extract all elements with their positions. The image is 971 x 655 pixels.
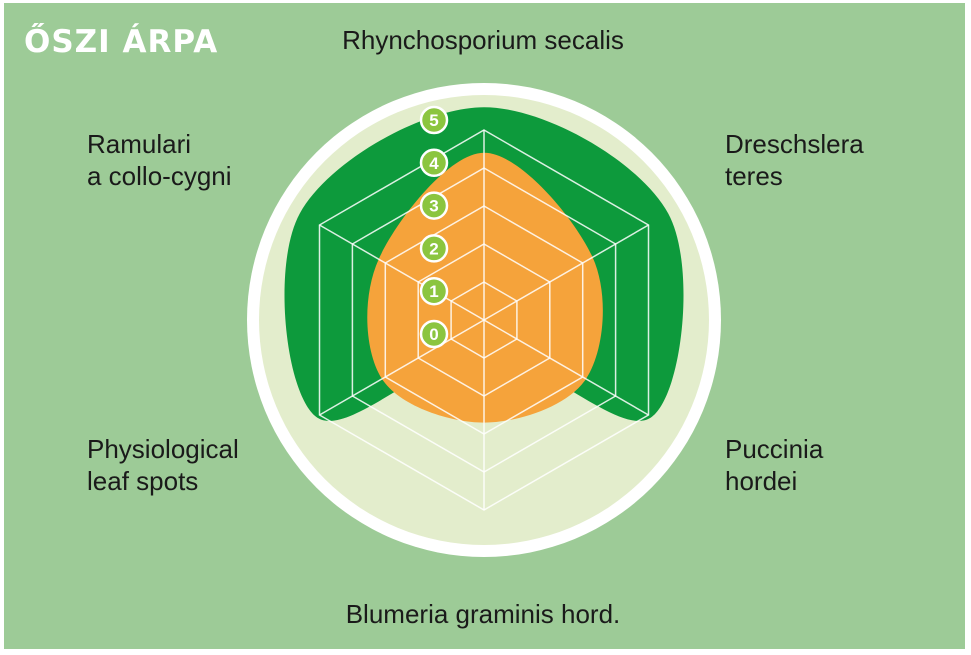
scale-badge-label: 5 [429, 111, 438, 130]
scale-badge-circle [419, 105, 449, 135]
scale-badge-circle [419, 191, 449, 220]
scale-badge-label: 2 [429, 239, 438, 258]
scale-badge-circle [419, 148, 449, 178]
scale-badge-circle [419, 276, 449, 306]
scale-badge-circle [419, 319, 449, 349]
scale-badge-label: 1 [429, 282, 438, 301]
scale-badge-4: 4 [419, 148, 449, 178]
axis-label-blumeria: Blumeria graminis hord. [345, 599, 621, 629]
grid-spoke-5 [319, 224, 485, 321]
scale-badge-label: 0 [429, 325, 438, 344]
scale-badge-label: 4 [429, 154, 439, 173]
grid-spoke-4 [319, 319, 485, 416]
axis-label-puccinia: Puccinia hordei [725, 434, 824, 496]
scale-badges: 0 1 2 3 4 5 [419, 105, 449, 349]
grid-spoke-1 [483, 224, 649, 321]
scale-badge-label: 3 [429, 197, 438, 216]
axis-label-ramulari: Ramulari a collo-cygni [87, 129, 232, 191]
grid-spoke-2 [483, 319, 649, 416]
axis-label-physiological: Physiological leaf spots [87, 434, 239, 496]
scale-badge-3: 3 [419, 191, 449, 220]
axis-label-dreschslera: Dreschslera teres [725, 129, 864, 191]
axis-label-rhynchosporium: Rhynchosporium secalis [342, 25, 624, 55]
scale-badge-5: 5 [419, 105, 449, 135]
radar-grid [318, 129, 650, 511]
scale-badge-2: 2 [419, 234, 449, 263]
page-title: ŐSZI ÁRPA [24, 24, 219, 60]
scale-badge-circle [419, 234, 449, 263]
scale-badge-0: 0 [419, 319, 449, 349]
scale-badge-1: 1 [419, 276, 449, 306]
